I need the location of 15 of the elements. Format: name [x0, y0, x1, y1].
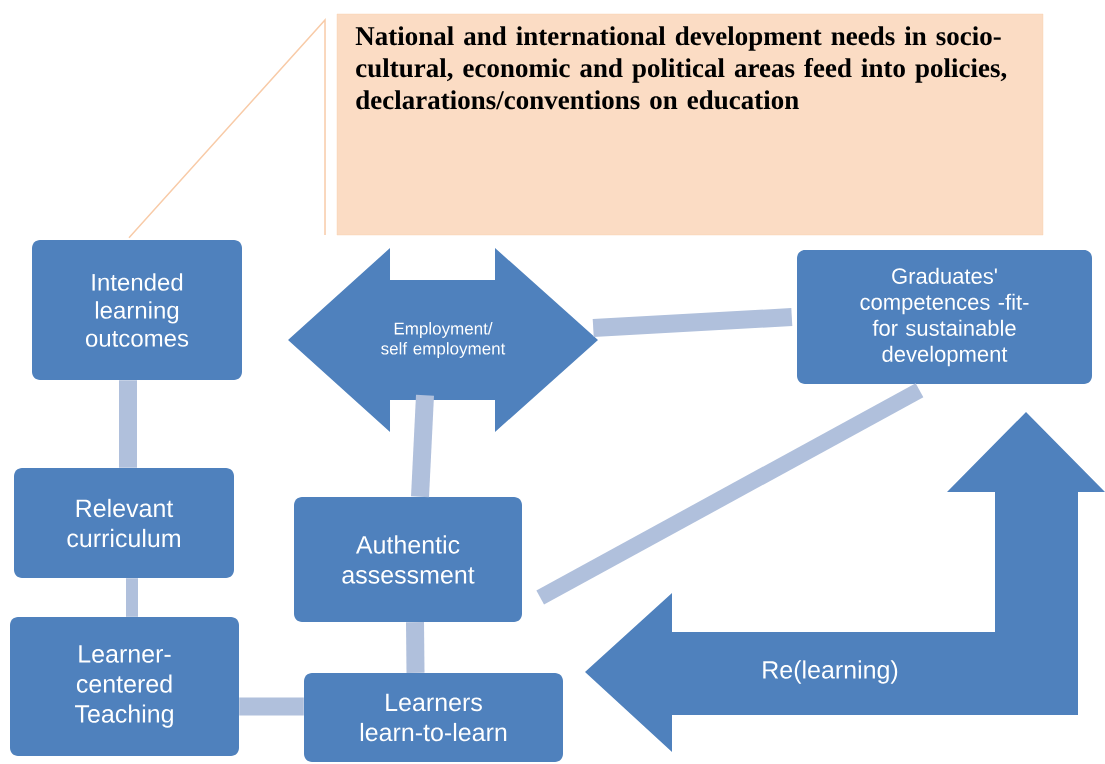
connector-bar: [406, 622, 425, 673]
process-box: Learners learn-to-learn: [304, 673, 563, 762]
connector-bar: [126, 578, 138, 617]
connector-bar: [536, 383, 924, 605]
connector-bar: [119, 380, 137, 468]
connector-bar: [592, 308, 793, 337]
connector-bar: [411, 394, 434, 498]
process-box: Relevant curriculum: [14, 468, 234, 578]
process-box: Intended learning outcomes: [32, 240, 242, 380]
connector-bar: [239, 697, 304, 716]
process-box: Graduates' competences -fit- for sustainable development: [797, 250, 1092, 384]
process-box: Learner-centered Teaching: [10, 617, 239, 756]
process-box: Authentic assessment: [294, 497, 522, 622]
callout-box: National and international development needs in socio-cultural, economic and political areas feed into policies, declarations/conventions on education: [336, 13, 1044, 236]
leader-line: [128, 18, 326, 239]
